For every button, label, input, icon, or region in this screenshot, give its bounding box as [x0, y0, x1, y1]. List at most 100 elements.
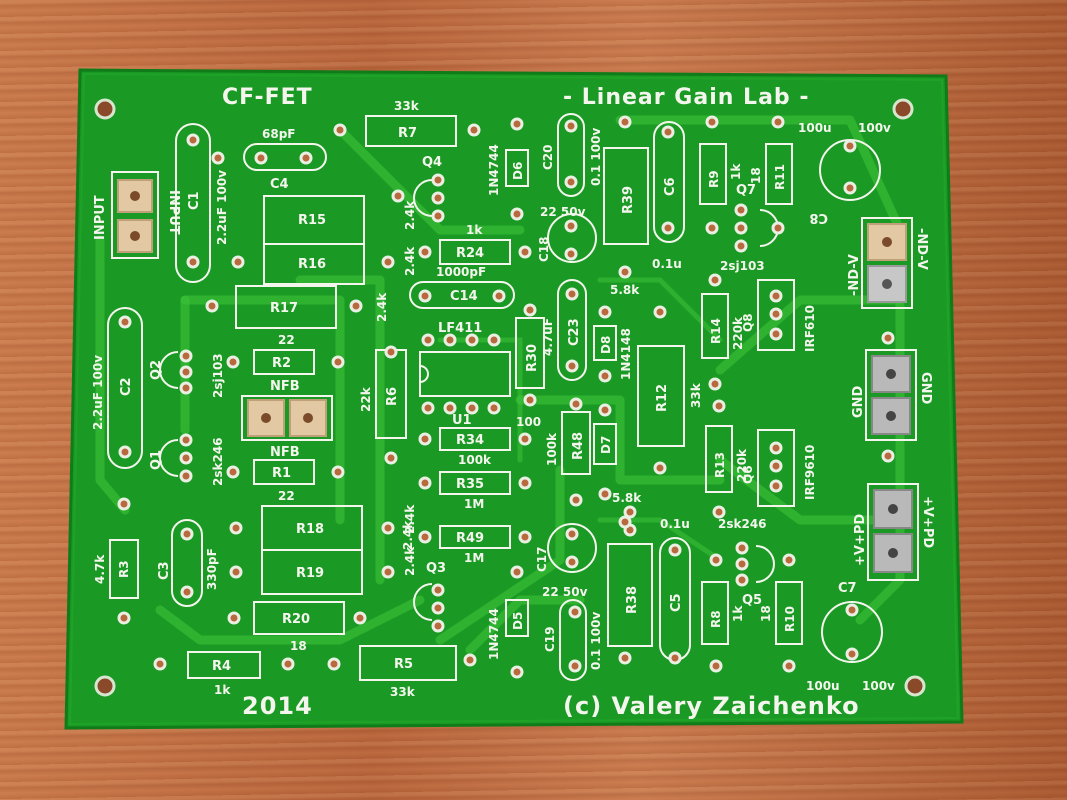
svg-text:C1: C1 — [187, 191, 202, 210]
svg-text:18: 18 — [290, 639, 307, 653]
transistor-q8: Q8 IRF610 — [741, 279, 817, 352]
svg-text:R9: R9 — [707, 170, 721, 188]
svg-text:C18: C18 — [537, 236, 551, 262]
mounting-holes — [94, 98, 926, 697]
svg-text:R18: R18 — [296, 522, 324, 537]
svg-text:R10: R10 — [783, 606, 797, 632]
svg-text:C23: C23 — [567, 318, 582, 346]
svg-text:R2: R2 — [272, 356, 291, 371]
resistor-r24: R24 1k — [439, 223, 511, 265]
resistor-r34: R34 100k — [439, 427, 511, 467]
resistor-r19: R19 — [261, 549, 363, 595]
capacitor-c14: C14 1000pF — [409, 265, 515, 309]
svg-text:18: 18 — [759, 605, 773, 622]
vpd-label: +V+PD — [853, 514, 868, 566]
svg-text:D7: D7 — [599, 436, 613, 454]
resistor-r2: R2 22 — [253, 333, 315, 375]
svg-text:100v: 100v — [862, 679, 895, 693]
svg-text:0.1 100v: 0.1 100v — [589, 128, 603, 186]
gnd-connector: GND GND — [851, 349, 933, 441]
svg-text:22 50v: 22 50v — [542, 585, 588, 599]
diode-d7: D7 — [593, 423, 617, 465]
resistor-r1: R1 22 — [253, 459, 315, 503]
svg-text:330pF: 330pF — [205, 548, 219, 590]
svg-text:100k: 100k — [458, 453, 492, 467]
svg-text:Q8: Q8 — [741, 313, 755, 332]
svg-text:R6: R6 — [385, 387, 400, 406]
svg-text:D8: D8 — [599, 336, 613, 354]
svg-text:2.4k: 2.4k — [401, 520, 415, 550]
solder-pads — [117, 115, 895, 679]
resistor-r48: R48 100k — [545, 411, 591, 475]
svg-text:R7: R7 — [398, 126, 417, 141]
svg-text:220k: 220k — [731, 316, 745, 350]
svg-text:R34: R34 — [456, 433, 484, 448]
svg-text:2.4k: 2.4k — [403, 200, 417, 230]
transistor-q1: Q1 2sk246 — [149, 437, 225, 486]
svg-text:C20: C20 — [541, 144, 555, 170]
svg-text:0.1u: 0.1u — [660, 517, 690, 531]
resistor-r8: R8 1k — [701, 581, 745, 645]
resistor-r12: R12 33k — [637, 345, 703, 447]
svg-text:2.2uF 100v: 2.2uF 100v — [215, 170, 229, 245]
svg-text:100v: 100v — [858, 121, 891, 135]
svg-text:U1: U1 — [452, 413, 472, 428]
nfb-label-bottom: NFB — [270, 445, 300, 460]
svg-text:R3: R3 — [117, 560, 131, 578]
svg-text:2.4k: 2.4k — [403, 546, 417, 576]
resistor-r30: R30 100 — [515, 317, 545, 429]
svg-text:R13: R13 — [713, 452, 727, 478]
copper-traces — [95, 115, 905, 655]
svg-text:R16: R16 — [298, 257, 326, 272]
input-label: INPUT — [93, 195, 108, 240]
svg-text:0.1 100v: 0.1 100v — [589, 612, 603, 670]
svg-text:R4: R4 — [212, 659, 231, 674]
svg-text:Q1: Q1 — [149, 450, 164, 470]
svg-text:R1: R1 — [272, 466, 291, 481]
svg-text:1N4744: 1N4744 — [487, 608, 501, 660]
svg-text:22 50v: 22 50v — [540, 205, 586, 219]
svg-text:R15: R15 — [298, 213, 326, 228]
resistor-r38: R38 — [607, 543, 653, 647]
nd-v-label: -ND-V — [847, 254, 862, 296]
vpd-label-mirror: +V+PD — [920, 496, 935, 548]
resistor-r39: R39 — [603, 147, 649, 245]
svg-text:100: 100 — [516, 415, 541, 429]
gnd-label: GND — [851, 385, 866, 418]
capacitor-c17: C17 22 50v — [535, 523, 597, 599]
svg-text:100k: 100k — [545, 432, 559, 466]
nfb-label-top: NFB — [270, 379, 300, 394]
svg-text:R17: R17 — [270, 301, 298, 316]
svg-text:R14: R14 — [709, 318, 723, 344]
svg-text:C4: C4 — [270, 177, 289, 192]
svg-text:C6: C6 — [663, 177, 678, 196]
svg-text:2sj103: 2sj103 — [211, 353, 225, 398]
svg-text:R20: R20 — [282, 612, 310, 627]
svg-text:220k: 220k — [735, 448, 749, 482]
svg-text:IRF610: IRF610 — [803, 305, 817, 352]
svg-text:R39: R39 — [621, 186, 636, 214]
resistor-r49: R49 1M — [439, 525, 511, 565]
transistor-q3: Q3 — [413, 561, 446, 621]
resistor-r20: R20 18 — [253, 601, 345, 653]
svg-text:2.4k: 2.4k — [403, 246, 417, 276]
svg-text:R38: R38 — [625, 586, 640, 614]
resistor-r3: R3 4.7k — [93, 539, 139, 599]
svg-text:C17: C17 — [535, 546, 549, 572]
transistor-q6: Q6 IRF9610 — [741, 429, 817, 507]
svg-text:R11: R11 — [773, 164, 787, 190]
resistor-r4: R4 1k — [187, 651, 261, 697]
svg-text:C5: C5 — [669, 593, 684, 612]
board-title-left: CF-FET — [222, 85, 313, 110]
nd-v-label-mirror: -ND-V — [914, 228, 929, 270]
input-connector: INPUT INPUT — [93, 171, 181, 259]
capacitor-c7: C7 100u 100v — [806, 581, 895, 693]
resistor-24k-labels: 2.4k 2.4k 2.4k 2.4k 2.4k 2.4k — [375, 200, 417, 576]
capacitor-c6: C6 0.1u — [652, 121, 685, 271]
svg-text:0.1u: 0.1u — [652, 257, 682, 271]
svg-text:R8: R8 — [709, 610, 723, 628]
resistor-r7: R7 33k — [365, 99, 457, 147]
svg-text:R30: R30 — [525, 344, 540, 372]
resistor-r10: R10 18 — [759, 581, 803, 645]
